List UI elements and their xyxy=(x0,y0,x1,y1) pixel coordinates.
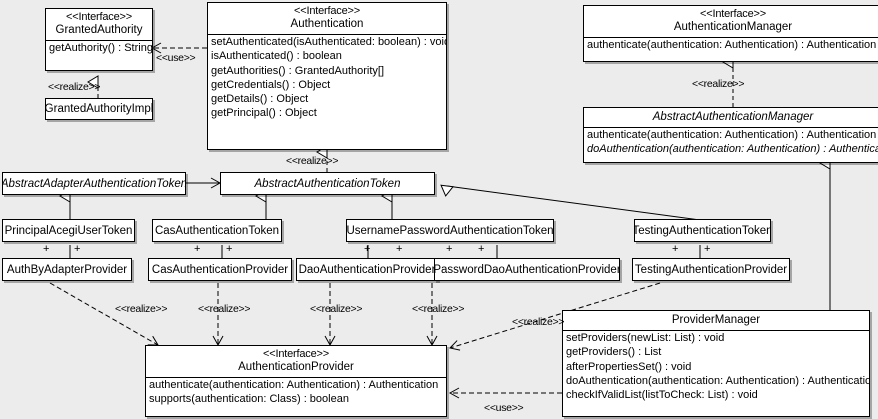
edge-label-realize-authbyadapterprovider: <<realize>> xyxy=(115,303,168,315)
association-marker: + xyxy=(704,243,711,255)
class-name-label: ProviderManager xyxy=(671,314,761,326)
class-abstract-adapter-authentication-token[interactable]: AbstractAdapterAuthenticationToken xyxy=(2,172,186,195)
class-name-label: TestingAuthenticationProvider xyxy=(634,263,788,276)
edge-label-realize-testingauthenticationprovider: <<realize>> xyxy=(512,316,565,328)
class-name-label: TestingAuthenticationToken xyxy=(634,224,771,237)
class-cas-authentication-provider[interactable]: CasAuthenticationProvider xyxy=(148,258,292,281)
operation-row: isAuthenticated() : boolean xyxy=(211,50,342,63)
class-abstract-authentication-manager[interactable]: AbstractAuthenticationManager authentica… xyxy=(583,107,878,163)
class-name-label: GrantedAuthorityImpl xyxy=(45,103,153,115)
class-name-label: AbstractAuthenticationToken xyxy=(254,177,401,190)
operation-row: getAuthorities() : GrantedAuthority[] xyxy=(211,64,385,77)
operations-compartment: setProviders(newList: List) : void getPr… xyxy=(563,331,869,402)
class-name-label: AbstractAuthenticationManager xyxy=(652,111,814,123)
operation-row: supports(authentication: Class) : boolea… xyxy=(149,393,349,406)
class-name-label: Authentication xyxy=(290,18,364,30)
edge-generalization-testingauthenticationtoken xyxy=(440,184,701,221)
edge-label-realize-daoauthenticationprovider: <<realize>> xyxy=(310,303,363,315)
class-header: <<Interface>> Authentication xyxy=(208,3,446,34)
class-header: AbstractAuthenticationManager xyxy=(584,108,878,127)
edge-label-realize-passworddaoauthenticationprovider: <<realize>> xyxy=(412,303,465,315)
class-principal-acegi-user-token[interactable]: PrincipalAcegiUserToken xyxy=(2,219,135,242)
class-name-label: AbstractAdapterAuthenticationToken xyxy=(2,177,186,190)
stereotype-label: <<Interface>> xyxy=(294,5,360,17)
association-marker: + xyxy=(226,243,233,255)
operation-row: setProviders(newList: List) : void xyxy=(566,332,725,344)
association-marker: + xyxy=(194,243,201,255)
class-cas-authentication-token[interactable]: CasAuthenticationToken xyxy=(152,219,282,242)
compartment-divider xyxy=(584,37,878,38)
class-testing-authentication-token[interactable]: TestingAuthenticationToken xyxy=(634,219,771,242)
class-abstract-authentication-token[interactable]: AbstractAuthenticationToken xyxy=(220,172,435,195)
stereotype-label: <<Interface>> xyxy=(66,11,132,23)
compartment-divider xyxy=(584,127,878,128)
operation-row: authenticate(authentication: Authenticat… xyxy=(149,379,439,391)
class-header: <<Interface>> GrantedAuthority xyxy=(46,9,152,40)
class-dao-authentication-provider[interactable]: DaoAuthenticationProvider xyxy=(296,258,438,281)
association-marker: + xyxy=(396,243,403,255)
association-marker: + xyxy=(478,243,485,255)
class-header: <<Interface>> AuthenticationProvider xyxy=(146,346,446,377)
operations-compartment: getAuthority() : String xyxy=(46,41,152,55)
association-marker: + xyxy=(672,243,679,255)
class-name-label: AuthByAdapterProvider xyxy=(6,263,128,276)
operation-row: doAuthentication(authentication: Authent… xyxy=(566,374,870,387)
class-name-label: GrantedAuthority xyxy=(55,24,143,36)
class-granted-authority[interactable]: <<Interface>> GrantedAuthority getAuthor… xyxy=(45,8,153,71)
class-username-password-authentication-token[interactable]: UsernamePasswordAuthenticationToken xyxy=(346,219,554,242)
stereotype-label: <<Interface>> xyxy=(263,348,329,360)
class-name-label: CasAuthenticationToken xyxy=(154,224,280,237)
operations-compartment: setAuthenticated(isAuthenticated: boolea… xyxy=(208,35,446,121)
operation-row: getPrincipal() : Object xyxy=(211,107,317,120)
association-marker: + xyxy=(74,243,81,255)
operations-compartment: authenticate(authentication: Authenticat… xyxy=(584,38,878,52)
class-auth-by-adapter-provider[interactable]: AuthByAdapterProvider xyxy=(2,258,132,281)
operation-row: getDetails() : Object xyxy=(211,93,309,106)
stereotype-label: <<Interface>> xyxy=(700,8,766,20)
class-name-label: PrincipalAcegiUserToken xyxy=(4,224,133,237)
class-password-dao-authentication-provider[interactable]: PasswordDaoAuthenticationProvider xyxy=(434,258,620,281)
operation-row: authenticate(authentication: Authenticat… xyxy=(587,129,877,141)
class-name-label: AuthenticationProvider xyxy=(238,361,354,373)
operation-row: getCredentials() : Object xyxy=(211,78,331,91)
class-granted-authority-impl[interactable]: GrantedAuthorityImpl xyxy=(45,98,153,120)
compartment-divider xyxy=(46,40,152,41)
operation-row: authenticate(authentication: Authenticat… xyxy=(587,39,877,51)
association-marker: + xyxy=(364,243,371,255)
class-name-label: PasswordDaoAuthenticationProvider xyxy=(434,263,620,276)
class-provider-manager[interactable]: ProviderManager setProviders(newList: Li… xyxy=(562,310,870,417)
operation-row: getAuthority() : String xyxy=(49,42,153,54)
operation-row: getProviders() : List xyxy=(566,346,662,359)
operation-row: checkIfValidList(listToCheck: List) : vo… xyxy=(566,389,758,402)
class-name-label: UsernamePasswordAuthenticationToken xyxy=(346,224,554,237)
class-authentication[interactable]: <<Interface>> Authentication setAuthenti… xyxy=(207,2,447,150)
class-header: <<Interface>> AuthenticationManager xyxy=(584,6,878,37)
class-header: ProviderManager xyxy=(563,311,869,330)
edge-label-use-providermanager: <<use>> xyxy=(484,402,524,414)
class-authentication-provider[interactable]: <<Interface>> AuthenticationProvider aut… xyxy=(145,345,447,417)
compartment-divider xyxy=(208,34,446,35)
class-authentication-manager[interactable]: <<Interface>> AuthenticationManager auth… xyxy=(583,5,878,62)
association-marker: + xyxy=(43,243,50,255)
edge-label-use-authentication-grantedauthority: <<use>> xyxy=(156,52,196,64)
operation-row: setAuthenticated(isAuthenticated: boolea… xyxy=(211,36,447,48)
operations-compartment: authenticate(authentication: Authenticat… xyxy=(146,378,446,407)
edge-label-realize-grantedauthorityimpl: <<realize>> xyxy=(48,81,101,93)
edge-label-realize-abstractauthenticationtoken: <<realize>> xyxy=(286,155,339,167)
compartment-divider xyxy=(146,377,446,378)
class-name-label: DaoAuthenticationProvider xyxy=(298,263,436,276)
edge-label-realize-abstractauthenticationmanager: <<realize>> xyxy=(692,78,745,90)
class-name-label: CasAuthenticationProvider xyxy=(151,263,289,276)
operation-row: doAuthentication(authentication: Authent… xyxy=(587,143,878,156)
class-name-label: AuthenticationManager xyxy=(673,21,793,33)
compartment-divider xyxy=(563,330,869,331)
operations-compartment: authenticate(authentication: Authenticat… xyxy=(584,128,878,157)
edge-label-realize-casauthenticationprovider: <<realize>> xyxy=(198,303,251,315)
class-testing-authentication-provider[interactable]: TestingAuthenticationProvider xyxy=(632,258,790,281)
association-marker: + xyxy=(446,243,453,255)
operation-row: afterPropertiesSet() : void xyxy=(566,360,692,373)
